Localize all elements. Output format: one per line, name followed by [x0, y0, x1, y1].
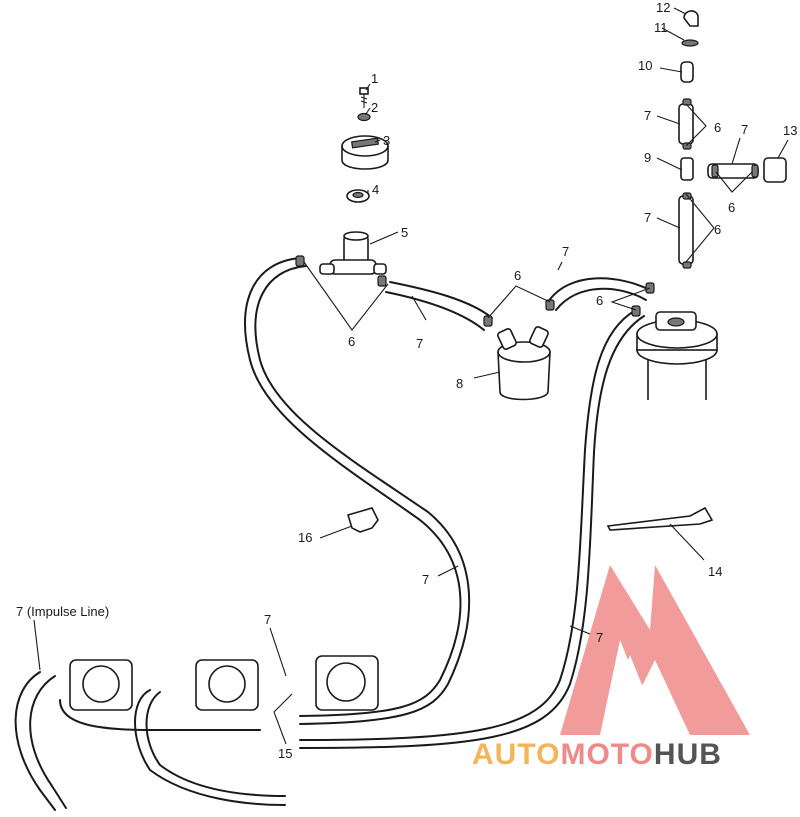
callout-10: 10	[638, 58, 652, 73]
part-shutoff-valve	[319, 231, 387, 275]
callout-6-vent-side: 6	[728, 200, 735, 215]
callout-8: 8	[456, 376, 463, 391]
clamps	[295, 98, 759, 327]
watermark-logo	[560, 565, 750, 735]
callout-7-vent-lower: 7	[644, 210, 651, 225]
callout-6-filter: 6	[514, 268, 521, 283]
watermark-hub: HUB	[654, 738, 722, 771]
part-knob	[341, 135, 389, 170]
impulse-line-b	[29, 675, 67, 809]
callout-13: 13	[783, 123, 797, 138]
callout-3: 3	[383, 133, 390, 148]
callout-7-right-long: 7	[596, 630, 603, 645]
callout-14: 14	[708, 564, 722, 579]
hose-left-loop-inner	[254, 265, 471, 725]
watermark-auto: AUTO	[472, 738, 560, 771]
callout-16: 16	[298, 530, 312, 545]
throttle-body-3	[315, 655, 379, 711]
part-tank-flange	[636, 311, 718, 400]
callout-1: 1	[371, 71, 378, 86]
callout-7-vent-upper: 7	[644, 108, 651, 123]
hose-filter-tank	[547, 277, 651, 303]
hose-right-long-inner	[299, 315, 645, 749]
hose-valve-filter-b	[385, 291, 485, 331]
callout-11: 11	[654, 20, 668, 35]
watermark-moto: MOTO	[560, 738, 653, 771]
part-clip	[346, 507, 379, 533]
part-vent-assembly	[678, 10, 787, 265]
callout-5: 5	[401, 225, 408, 240]
callout-12: 12	[656, 0, 670, 15]
hose-filter-tank-b	[555, 287, 647, 311]
impulse-line	[14, 671, 56, 811]
watermark-text: AUTOMOTOHUB	[472, 738, 722, 771]
callout-6-vent-lower: 6	[714, 222, 721, 237]
callout-9: 9	[644, 150, 651, 165]
callout-4: 4	[372, 182, 379, 197]
hose-valve-filter	[389, 281, 493, 319]
hoses	[14, 257, 651, 811]
throttle-body-2	[195, 659, 259, 711]
hose-bottom-2	[134, 689, 286, 806]
throttle-body-1	[69, 659, 133, 711]
leader-lines	[33, 7, 789, 745]
part-screw	[359, 87, 369, 108]
callout-7-vent-side: 7	[741, 122, 748, 137]
callout-7-throttle: 7	[264, 612, 271, 627]
callout-labels: 1 2 3 4 5 6 7 6 7 6 8 12 11 10 7 6 7 13 …	[16, 0, 797, 761]
callout-7-impulse-line: 7 (Impulse Line)	[16, 604, 109, 619]
callout-2: 2	[371, 100, 378, 115]
part-washer	[357, 112, 371, 122]
callout-7-valve-filter: 7	[416, 336, 423, 351]
callout-6-vent-upper: 6	[714, 120, 721, 135]
hose-right-long	[299, 309, 637, 741]
hose-bottom-1	[59, 699, 261, 731]
hose-bottom-3	[145, 691, 286, 797]
hose-left-loop	[244, 257, 462, 717]
part-strap	[606, 506, 714, 531]
callout-6-valve: 6	[348, 334, 355, 349]
callout-7-left-loop: 7	[422, 572, 429, 587]
part-nut	[346, 189, 370, 203]
callout-7-filter-tank: 7	[562, 244, 569, 259]
callout-6-tank: 6	[596, 293, 603, 308]
part-fuel-filter	[497, 326, 551, 401]
callout-15: 15	[278, 746, 292, 761]
